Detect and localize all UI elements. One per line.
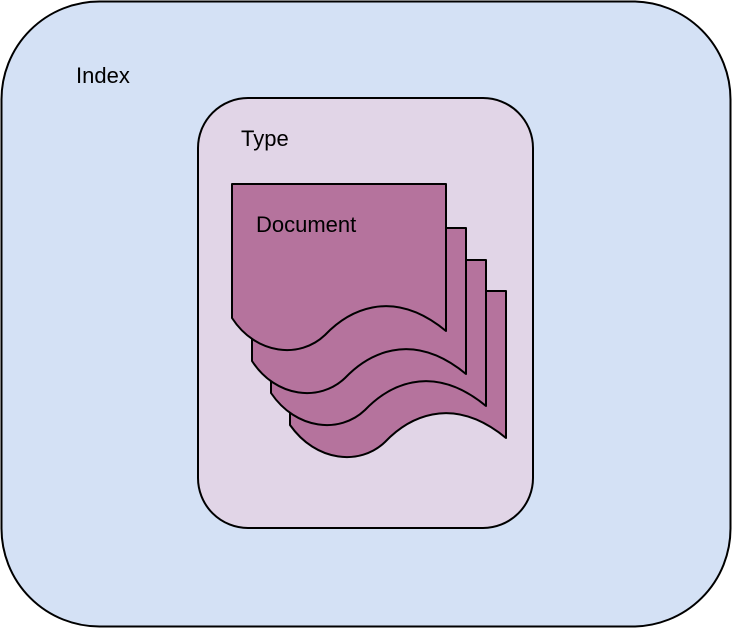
document-shape-1 xyxy=(231,183,447,352)
document-label: Document xyxy=(256,212,356,237)
index-label: Index xyxy=(76,63,130,88)
document-stack: Document xyxy=(231,183,507,459)
type-label: Type xyxy=(241,126,289,151)
